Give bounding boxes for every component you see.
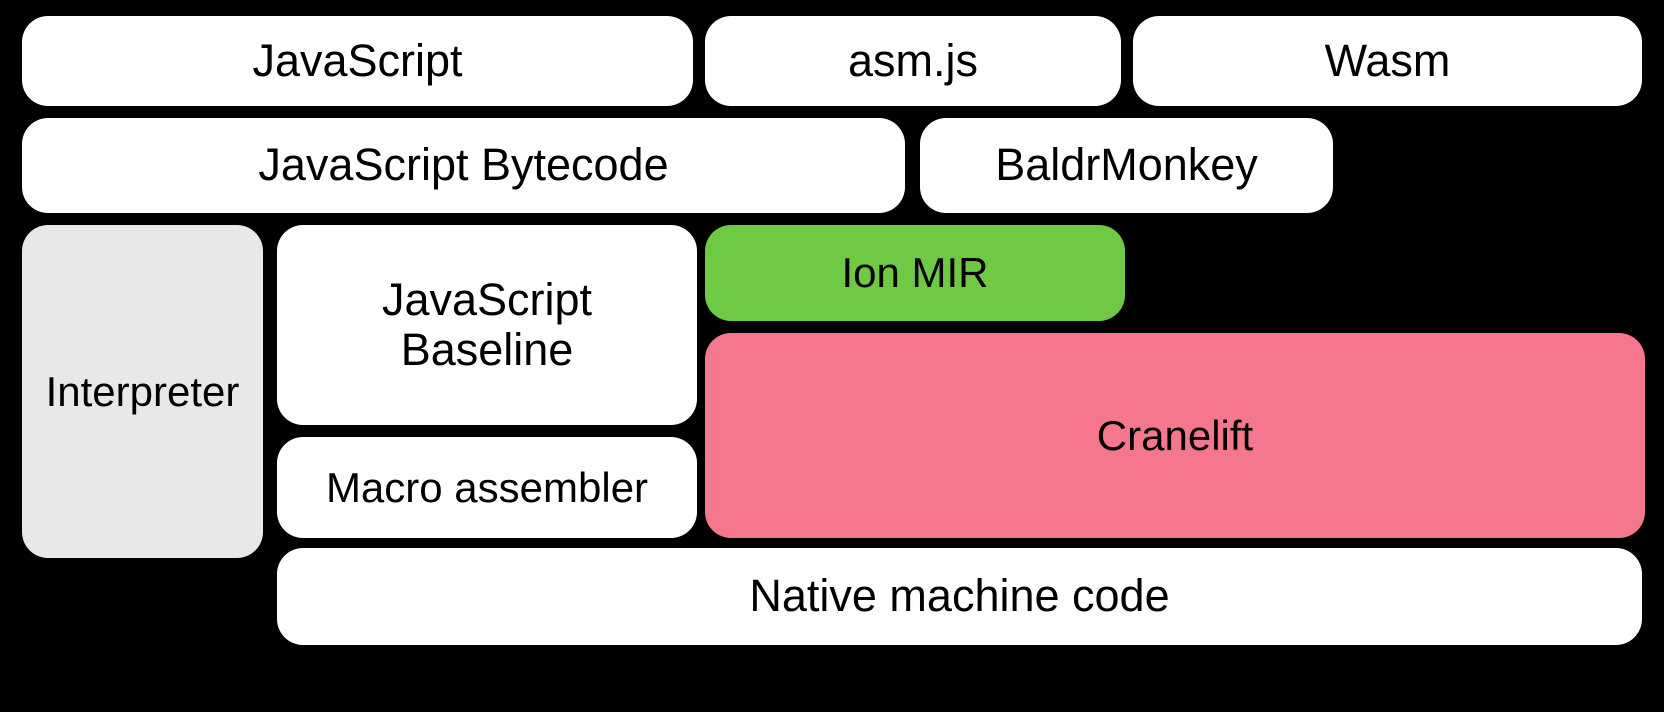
node-asm-js[interactable]: asm.js — [705, 16, 1121, 106]
node-javascript-baseline[interactable]: JavaScript Baseline — [277, 225, 697, 425]
node-javascript[interactable]: JavaScript — [22, 16, 693, 106]
node-javascript-bytecode[interactable]: JavaScript Bytecode — [22, 118, 905, 213]
node-cranelift[interactable]: Cranelift — [705, 333, 1645, 538]
node-ion-mir[interactable]: Ion MIR — [705, 225, 1125, 321]
node-native-machine-code[interactable]: Native machine code — [277, 548, 1642, 645]
node-wasm[interactable]: Wasm — [1133, 16, 1642, 106]
node-interpreter[interactable]: Interpreter — [22, 225, 263, 558]
node-baldrmonkey[interactable]: BaldrMonkey — [920, 118, 1333, 213]
node-macro-assembler[interactable]: Macro assembler — [277, 437, 697, 538]
